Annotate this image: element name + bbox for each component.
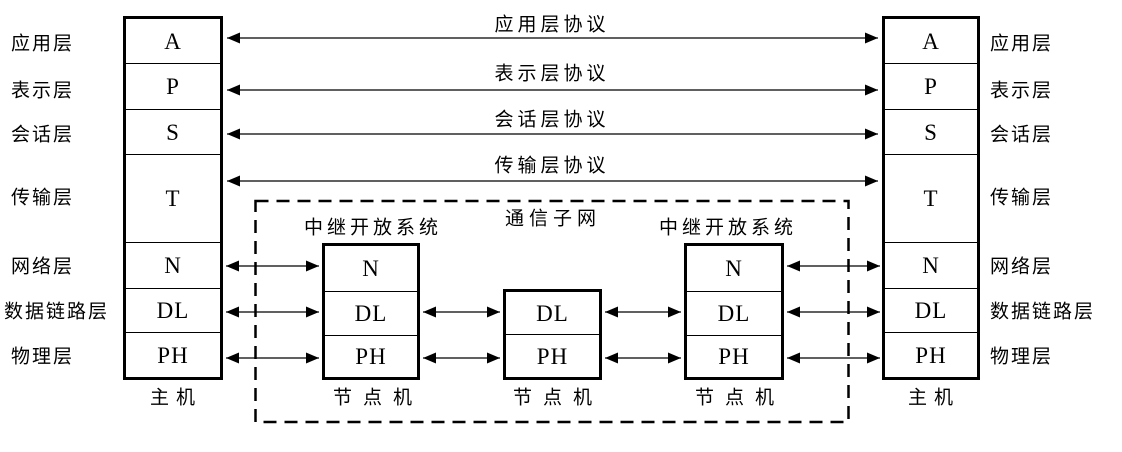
layer-box-ph: PH xyxy=(355,344,387,369)
session-protocol-label: 会话层协议 xyxy=(494,109,610,131)
node-stack-3: N DL PH xyxy=(684,243,784,380)
right-label-physical-layer: 物理层 xyxy=(990,346,1054,368)
right-label-network-layer: 网络层 xyxy=(990,256,1054,278)
transport-protocol-label: 传输层协议 xyxy=(494,155,610,177)
application-protocol-label: 应用层协议 xyxy=(494,14,610,36)
node-stack-2: DL PH xyxy=(503,289,602,380)
layer-box-ph: PH xyxy=(536,343,569,369)
relay-system-title-left: 中继开放系统 xyxy=(303,217,443,239)
host-caption-left: 主机 xyxy=(149,387,203,409)
host-stack-right: A P S T N DL PH xyxy=(882,16,980,380)
left-label-datalink-layer: 数据链路层 xyxy=(4,301,110,323)
left-label-transport-layer: 传输层 xyxy=(11,187,75,209)
layer-box-s: S xyxy=(126,110,220,155)
right-label-application-layer: 应用层 xyxy=(990,33,1054,55)
layer-box-n: N xyxy=(325,246,417,292)
subnet-title: 通信子网 xyxy=(504,208,602,230)
layer-box-n: N xyxy=(687,246,781,292)
layer-box-p: P xyxy=(885,64,977,110)
layer-box-t: T xyxy=(885,155,977,243)
layer-box-n: N xyxy=(885,243,977,289)
node-stack-1: N DL PH xyxy=(322,243,420,380)
layer-box-ph: PH xyxy=(157,342,189,368)
layer-box-ph: PH xyxy=(915,342,947,368)
layer-box-ph: PH xyxy=(718,344,750,369)
layer-box-s: S xyxy=(885,110,977,155)
right-label-session-layer: 会话层 xyxy=(990,124,1054,146)
relay-system-title-right: 中继开放系统 xyxy=(658,217,798,239)
layer-box-p: P xyxy=(126,64,220,110)
left-label-presentation-layer: 表示层 xyxy=(11,80,75,102)
host-stack-left: A P S T N DL PH xyxy=(123,16,223,380)
node-caption-1: 节点机 xyxy=(332,387,424,409)
left-label-network-layer: 网络层 xyxy=(11,256,75,278)
left-label-application-layer: 应用层 xyxy=(11,33,75,55)
right-label-transport-layer: 传输层 xyxy=(990,187,1054,209)
host-caption-right: 主机 xyxy=(907,387,961,409)
layer-box-dl: DL xyxy=(126,289,220,333)
node-caption-3: 节点机 xyxy=(694,387,786,409)
layer-box-t: T xyxy=(126,155,220,243)
layer-box-a: A xyxy=(885,19,977,64)
layer-box-n: N xyxy=(126,243,220,289)
layer-box-dl: DL xyxy=(325,292,417,336)
left-label-physical-layer: 物理层 xyxy=(11,346,75,368)
layer-box-dl: DL xyxy=(506,292,599,335)
node-caption-2: 节点机 xyxy=(512,387,604,409)
layer-box-a: A xyxy=(126,19,220,64)
layer-box-dl: DL xyxy=(687,292,781,336)
right-label-datalink-layer: 数据链路层 xyxy=(990,301,1096,323)
presentation-protocol-label: 表示层协议 xyxy=(494,63,610,85)
left-label-session-layer: 会话层 xyxy=(11,124,75,146)
right-label-presentation-layer: 表示层 xyxy=(990,80,1054,102)
layer-box-dl: DL xyxy=(885,289,977,333)
